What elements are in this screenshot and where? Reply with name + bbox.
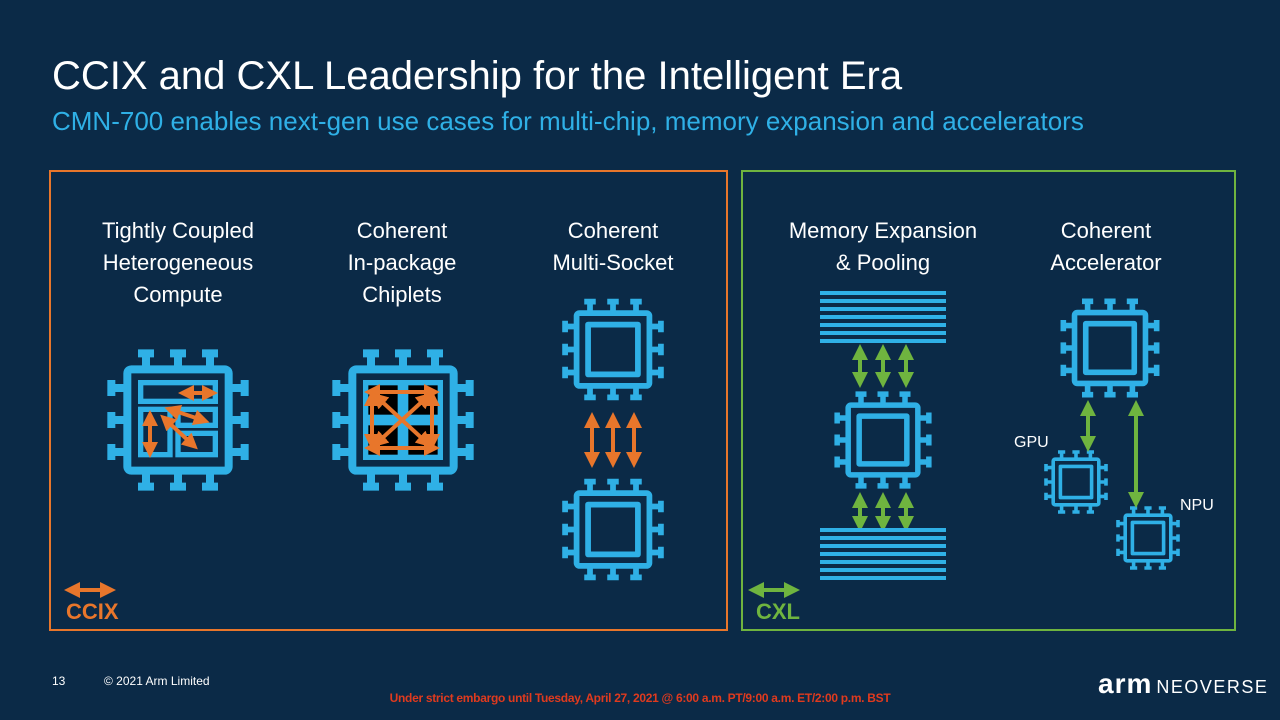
ccix-panel [49,170,728,631]
logo-neoverse: NEOVERSE [1156,677,1269,697]
label-multi-socket: Coherent Multi-Socket [552,218,674,275]
memory-arrows-top-icon [852,344,914,388]
socket-arrows-icon [584,412,642,468]
accelerator-host-chip-icon [1063,301,1156,394]
embargo-notice: Under strict embargo until Tuesday, Apri… [389,691,891,705]
copyright: © 2021 Arm Limited [104,674,210,688]
slide-subtitle: CMN-700 enables next-gen use cases for m… [52,106,1084,136]
label-tightly-coupled: Tightly Coupled Heterogeneous Compute [101,218,255,307]
hetero-chip-icon [111,353,244,486]
label-coherent-accelerator: Coherent Accelerator [1050,218,1162,275]
slide-title: CCIX and CXL Leadership for the Intellig… [52,54,903,98]
memory-stack-top-icon [820,291,946,343]
npu-label: NPU [1180,497,1214,514]
socket-bottom-chip-icon [565,482,661,578]
cxl-legend-label: CXL [756,599,800,624]
label-chiplets: Coherent In-package Chiplets [347,218,457,307]
gpu-chip-icon [1044,450,1108,514]
label-memory-expansion: Memory Expansion & Pooling [788,218,978,275]
gpu-label: GPU [1014,434,1049,451]
socket-top-chip-icon [565,302,661,398]
ccix-legend-label: CCIX [66,599,119,624]
chiplet-chip-icon [336,353,469,486]
cxl-panel [741,170,1236,631]
accelerator-arrows-icon [1080,400,1144,508]
memory-host-chip-icon [837,394,929,486]
logo-arm: arm [1098,668,1153,699]
memory-stack-bottom-icon [820,528,946,580]
memory-arrows-bottom-icon [852,492,914,532]
page-number: 13 [52,674,66,688]
npu-chip-icon [1116,506,1180,570]
